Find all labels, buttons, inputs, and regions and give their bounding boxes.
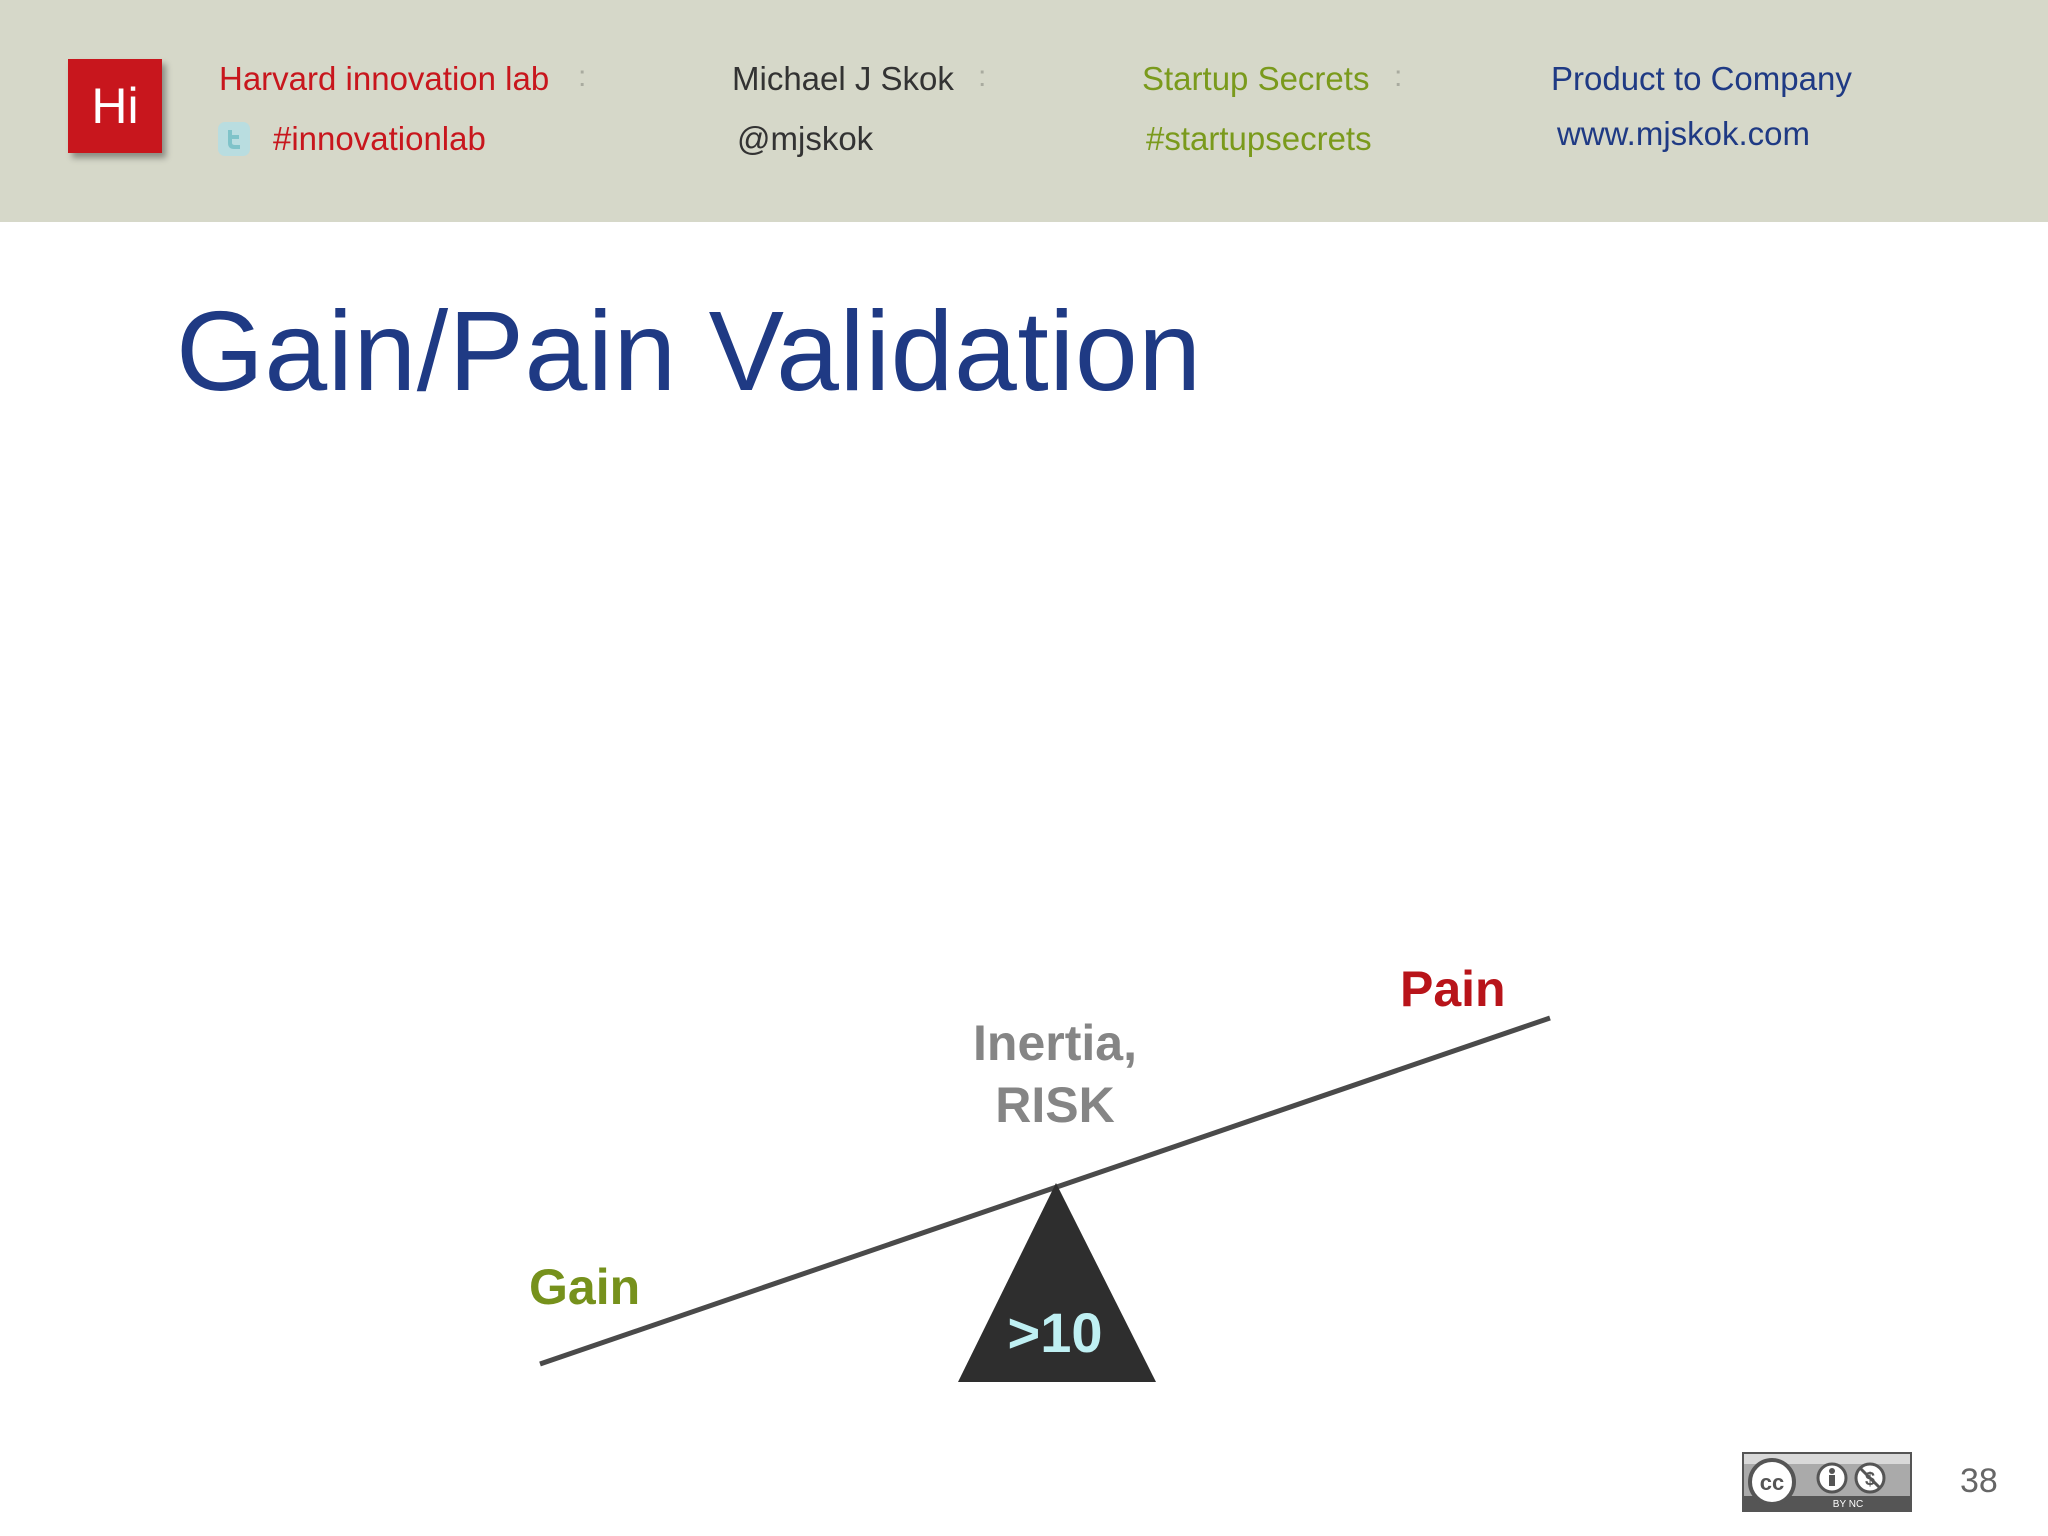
- ratio-label: >10: [1007, 1301, 1103, 1364]
- separator: :: [578, 60, 587, 93]
- page-number: 38: [1960, 1462, 1998, 1500]
- slide-title: Gain/Pain Validation: [176, 288, 1202, 414]
- header-bar: Hi Harvard innovation lab : #innovationl…: [0, 0, 2048, 222]
- creative-commons-by-nc-icon: cc $ BY NC: [1742, 1452, 1912, 1512]
- harvard-innovation-lab-logo: Hi: [68, 59, 162, 153]
- twitter-icon: [218, 122, 250, 156]
- series-name: Startup Secrets: [1142, 60, 1370, 97]
- fulcrum-triangle: [958, 1183, 1156, 1382]
- separator: :: [978, 60, 987, 93]
- website-link[interactable]: www.mjskok.com: [1557, 115, 1811, 152]
- gain-label: Gain: [529, 1259, 641, 1315]
- svg-text:BY NC: BY NC: [1833, 1499, 1863, 1510]
- seesaw-beam: [539, 1015, 1551, 1367]
- separator: :: [1394, 60, 1403, 93]
- course-name: Product to Company: [1551, 60, 1852, 97]
- author-name: Michael J Skok: [732, 60, 954, 97]
- pain-label: Pain: [1400, 961, 1506, 1017]
- author-handle: @mjskok: [737, 120, 874, 157]
- series-hashtag: #startupsecrets: [1146, 120, 1372, 157]
- svg-text:cc: cc: [1760, 1470, 1784, 1495]
- lab-hashtag: #innovationlab: [273, 120, 486, 157]
- lab-name: Harvard innovation lab: [219, 60, 550, 97]
- inertia-risk-label: Inertia, RISK: [973, 1015, 1137, 1133]
